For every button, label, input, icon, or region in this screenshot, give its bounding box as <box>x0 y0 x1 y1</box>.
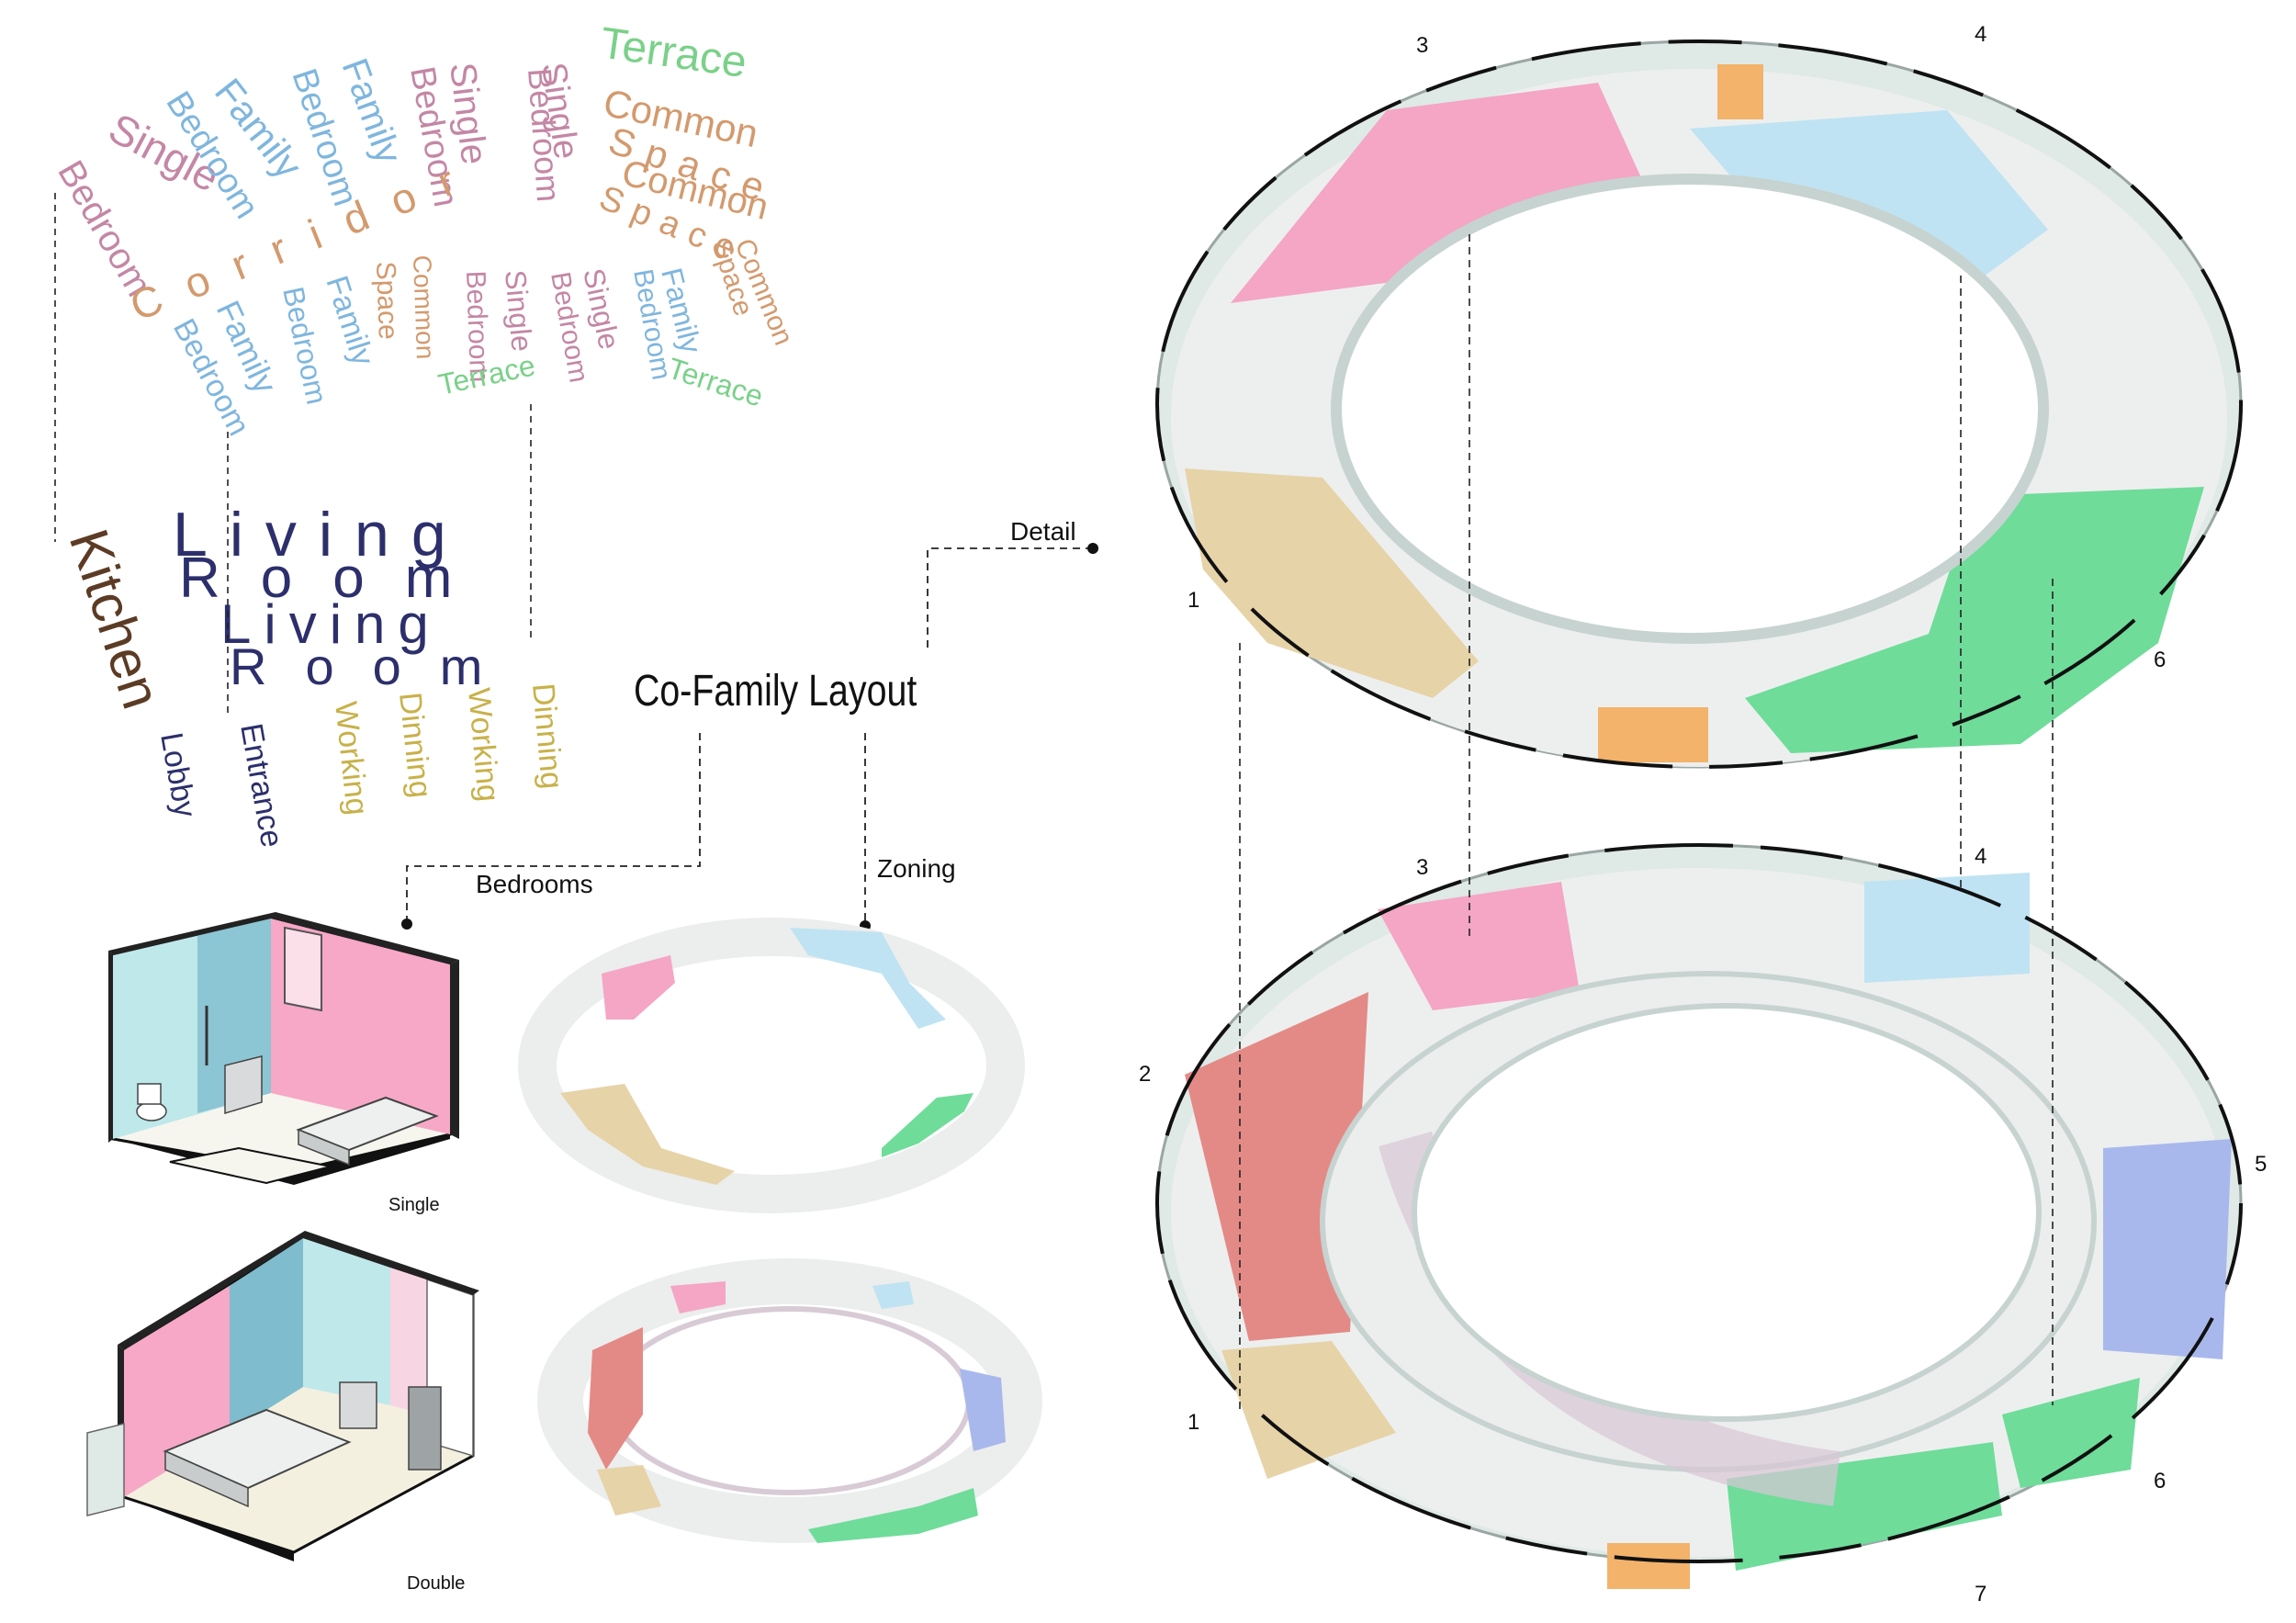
lower-label-1: 1 <box>1187 1410 1199 1435</box>
word-terrace: Terrace <box>597 18 749 87</box>
zoning-diagram-lower <box>537 1258 1042 1543</box>
word-dinning-1: Dinning <box>392 691 438 800</box>
word-living-2: Living <box>220 593 442 655</box>
word-dinning-2: Dinning <box>525 682 569 790</box>
label-double: Double <box>407 1573 465 1594</box>
word-bedroom-f4: Bedroom <box>276 284 333 407</box>
word-kitchen: Kitchen <box>58 522 174 716</box>
word-terrace-3: Terrace <box>664 351 768 412</box>
lower-label-7: 7 <box>1975 1582 1986 1606</box>
upper-label-6: 6 <box>2154 648 2166 672</box>
upper-label-1: 1 <box>1187 588 1199 613</box>
word-cloud-leaders <box>54 193 532 716</box>
word-room-1: Room <box>179 547 492 610</box>
word-lobby: Lobby <box>153 730 203 820</box>
word-working-2: Working <box>461 686 506 803</box>
double-bedroom-axonometric <box>86 1231 479 1561</box>
floor-connectors <box>1239 234 2054 1414</box>
lower-label-4: 4 <box>1975 844 1986 869</box>
diagram-title: Co-Family Layout <box>634 666 917 716</box>
upper-floor-plan <box>1155 39 2243 769</box>
program-word-cloud: Single Bedroom Single Bedroom Single Bed… <box>50 18 798 850</box>
upper-label-4: 4 <box>1975 22 1986 47</box>
word-room-2: Room <box>230 637 521 695</box>
word-entrance: Entrance <box>233 721 289 851</box>
callout-leaders <box>406 547 1093 921</box>
word-single-4: Single <box>499 268 539 353</box>
word-bedroom-4: Bedroom <box>460 270 494 383</box>
upper-label-3: 3 <box>1416 33 1428 58</box>
floor-numbers: 3 4 1 6 3 4 2 5 1 6 7 <box>1139 22 2267 1606</box>
callout-zoning: Zoning <box>877 854 956 883</box>
label-single: Single <box>388 1195 440 1215</box>
word-common-4: Common <box>408 254 440 360</box>
word-bedroom-3: Bedroom <box>521 67 568 204</box>
lower-label-5: 5 <box>2255 1152 2267 1177</box>
callout-detail: Detail <box>1010 517 1076 546</box>
callout-bedrooms: Bedrooms <box>476 870 593 898</box>
lower-label-3: 3 <box>1416 855 1428 880</box>
word-space-4: Space <box>370 261 403 340</box>
word-living-1: Living <box>173 500 468 569</box>
single-bedroom-axonometric <box>108 912 459 1185</box>
bedrooms-dot <box>401 919 412 930</box>
word-working-1: Working <box>328 700 375 817</box>
lower-floor-plan <box>1155 843 2243 1589</box>
lower-label-6: 6 <box>2154 1469 2166 1493</box>
zoning-diagram-upper <box>518 918 1025 1213</box>
detail-dot <box>1087 543 1098 554</box>
lower-label-2: 2 <box>1139 1062 1151 1087</box>
